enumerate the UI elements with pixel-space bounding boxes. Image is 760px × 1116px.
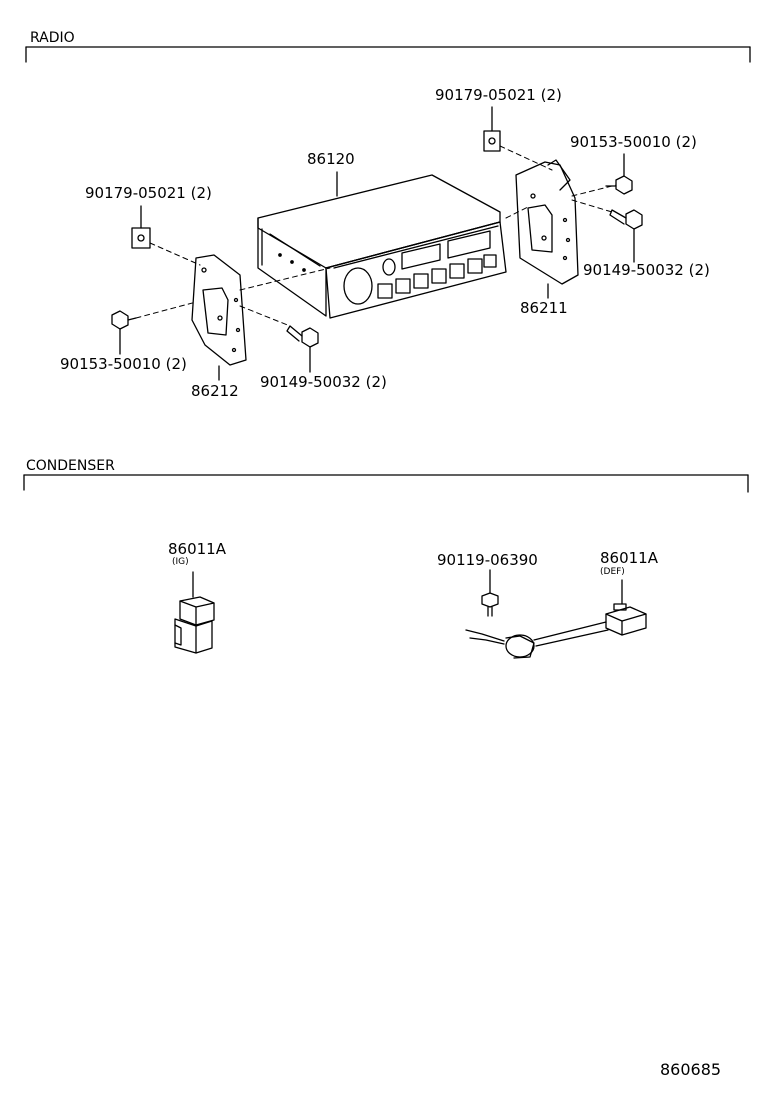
bolt-90149-bottom bbox=[287, 326, 318, 347]
screw-90153-left bbox=[112, 311, 136, 329]
condenser-section-bracket bbox=[24, 475, 748, 492]
figure-number: 860685 bbox=[660, 1060, 722, 1079]
part-sublabel-ig: (IG) bbox=[172, 557, 189, 567]
part-label-90119-06390: 90119-06390 bbox=[437, 551, 538, 569]
part-label-90179-05021-left: 90179-05021 (2) bbox=[85, 184, 212, 202]
part-label-90153-50010-right: 90153-50010 (2) bbox=[570, 133, 697, 151]
bracket-86211 bbox=[516, 160, 578, 284]
bracket-86212 bbox=[192, 255, 246, 365]
bolt-90149-right bbox=[610, 210, 642, 229]
condenser-def bbox=[466, 604, 646, 658]
clip-nut-left bbox=[132, 228, 150, 248]
section-title-condenser: CONDENSER bbox=[26, 458, 115, 474]
condenser-ig bbox=[175, 597, 214, 653]
part-label-86011a-def: 86011A bbox=[600, 549, 658, 567]
screw-90119 bbox=[482, 593, 498, 616]
part-label-86212: 86212 bbox=[191, 382, 239, 400]
part-label-86120: 86120 bbox=[307, 150, 355, 168]
part-label-90153-50010-left: 90153-50010 (2) bbox=[60, 355, 187, 373]
section-title-radio: RADIO bbox=[30, 30, 75, 46]
part-label-90179-05021-top: 90179-05021 (2) bbox=[435, 86, 562, 104]
clip-nut-right bbox=[484, 131, 500, 151]
part-label-86211: 86211 bbox=[520, 299, 568, 317]
assembly-lines bbox=[136, 146, 616, 326]
part-label-86011a-ig: 86011A bbox=[168, 540, 226, 558]
part-sublabel-def: (DEF) bbox=[600, 567, 625, 577]
screw-90153-right bbox=[606, 176, 632, 194]
radio-section-bracket bbox=[26, 47, 750, 62]
radio-receiver-unit bbox=[258, 175, 506, 318]
part-label-90149-50032-bottom: 90149-50032 (2) bbox=[260, 373, 387, 391]
part-label-90149-50032-right: 90149-50032 (2) bbox=[583, 261, 710, 279]
